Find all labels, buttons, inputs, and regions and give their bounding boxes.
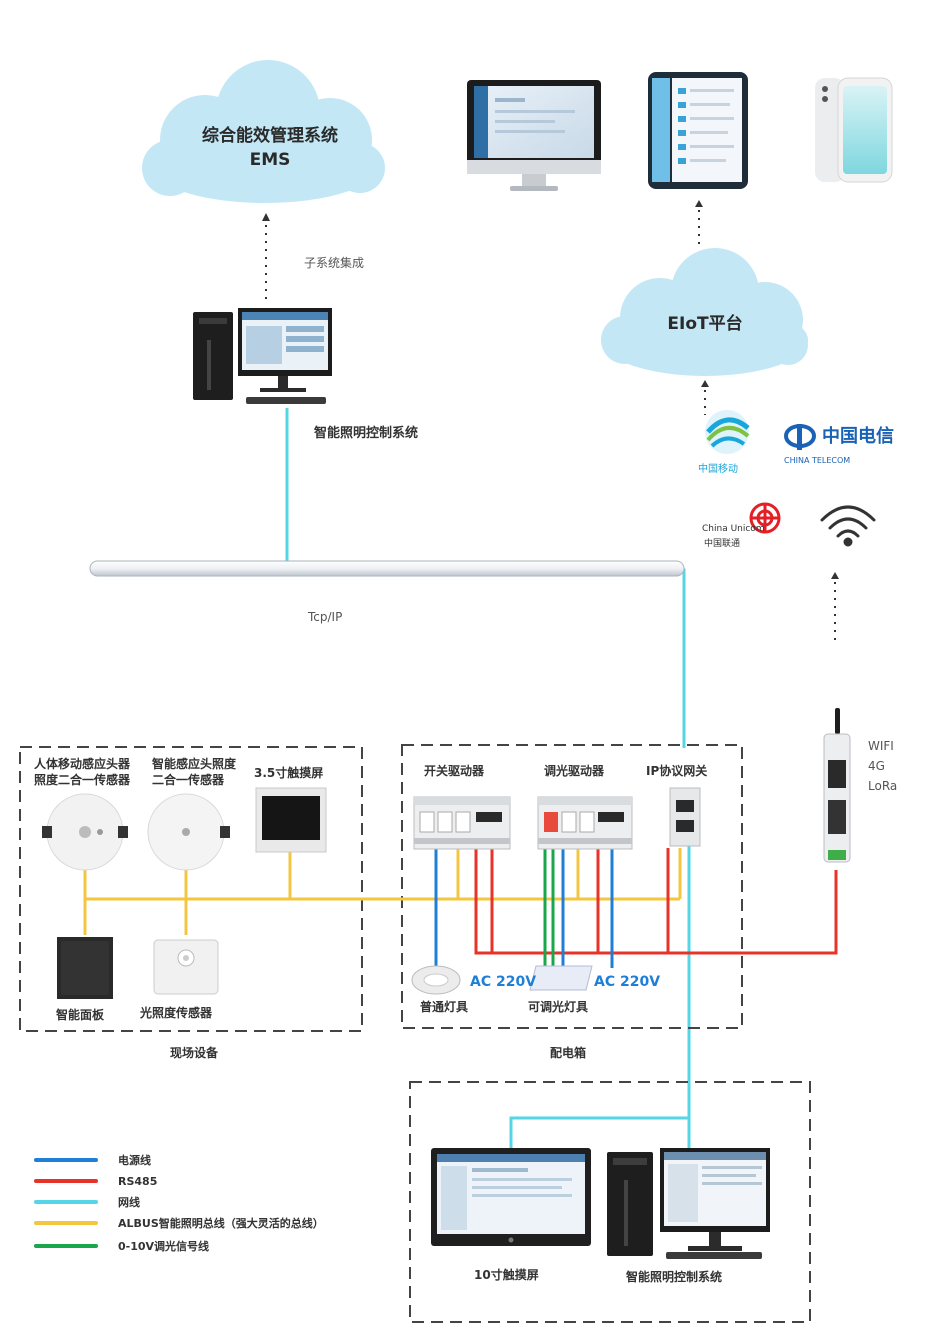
legend-swatch-rs485 xyxy=(34,1179,98,1183)
ac-220v-label-2: AC 220V xyxy=(594,974,661,990)
lighting-control-station-icon xyxy=(607,1148,770,1259)
eiot-cloud-title: EIoT平台 xyxy=(667,314,743,334)
unicom-cn-label: 中国联通 xyxy=(704,539,741,549)
legend-swatch-network xyxy=(34,1200,98,1204)
touch-panel-35-icon xyxy=(255,787,327,853)
arrow-heads xyxy=(262,200,839,579)
legend-label: 0-10V调光信号线 xyxy=(118,1240,210,1253)
unicom-en-label: China Unicom xyxy=(702,524,765,534)
legend-label: ALBUS智能照明总线（强大灵活的总线） xyxy=(118,1217,324,1230)
lighting-system-top-label: 智能照明控制系统 xyxy=(314,426,419,441)
wifi-icon xyxy=(820,505,876,547)
dotted-arrows xyxy=(265,210,836,640)
smartphone-icon xyxy=(815,77,893,183)
legend-item: 0-10V调光信号线 xyxy=(34,1238,209,1254)
tcpip-bus-pipe xyxy=(89,560,685,577)
dimming-lines xyxy=(543,848,555,968)
wireless-4g-label: 4G xyxy=(868,759,885,773)
presence-sensor-icon xyxy=(42,793,128,871)
legend-swatch-power xyxy=(34,1158,98,1162)
sensor1-label-line1: 人体移动感应头器 xyxy=(34,757,131,771)
wireless-wifi-label: WIFI xyxy=(868,739,894,753)
telecom-cn-label: 中国电信 xyxy=(822,426,894,447)
sub-system-label: 子系统集成 xyxy=(304,256,365,270)
smart-panel-icon xyxy=(57,937,113,999)
touch-10-label: 10寸触摸屏 xyxy=(474,1268,539,1282)
legend-label: 电源线 xyxy=(118,1154,151,1167)
tcpip-label: Tcp/IP xyxy=(308,610,343,624)
cmcc-label: 中国移动 xyxy=(698,464,738,475)
sensor1-label-line2: 照度二合一传感器 xyxy=(34,773,131,787)
legend-item: RS485 xyxy=(34,1173,157,1189)
network-lines xyxy=(285,408,691,1148)
power-lines xyxy=(434,848,614,970)
switch-actuator-label: 开关驱动器 xyxy=(424,764,485,778)
wireless-lora-label: LoRa xyxy=(868,779,898,793)
ip-gateway-label: IP协议网关 xyxy=(646,764,708,778)
panel-group-label: 配电箱 xyxy=(550,1046,587,1060)
dimmer-actuator-label: 调光驱动器 xyxy=(544,764,605,778)
smart-panel-label: 智能面板 xyxy=(56,1008,105,1022)
china-unicom-logo-icon xyxy=(749,502,781,534)
ip-gateway-icon xyxy=(669,787,701,847)
sensor2-label-line1: 智能感应头照度 xyxy=(152,757,237,771)
eiot-cloud xyxy=(601,248,808,376)
legend-swatch-bus xyxy=(34,1221,98,1225)
light-sensor-icon xyxy=(153,939,219,995)
wireless-module-icon xyxy=(823,708,851,863)
wireless-labels: WIFI 4G LoRa xyxy=(868,736,897,796)
ac-220v-label-1: AC 220V xyxy=(470,974,537,990)
legend-label: 网线 xyxy=(118,1196,140,1209)
ems-title-line2: EMS xyxy=(249,150,291,170)
legend-swatch-dim xyxy=(34,1244,98,1248)
switch-actuator-icon xyxy=(413,796,511,850)
field-group-label: 现场设备 xyxy=(170,1046,219,1060)
lighting-system-bottom-label: 智能照明控制系统 xyxy=(626,1270,723,1284)
sensor2-label-line2: 二合一传感器 xyxy=(152,773,225,787)
ems-cloud-title: 综合能效管理系统 EMS xyxy=(170,124,370,172)
panel-35-label: 3.5寸触摸屏 xyxy=(254,766,324,780)
dimmable-lamp-icon xyxy=(529,965,593,991)
albus-bus-lines xyxy=(83,848,682,935)
ems-cloud xyxy=(142,60,385,203)
legend-item: ALBUS智能照明总线（强大灵活的总线） xyxy=(34,1215,324,1231)
sensor-icon xyxy=(147,793,230,871)
legend-item: 网线 xyxy=(34,1194,140,1210)
desktop-monitor-icon xyxy=(467,80,601,191)
rs485-lines xyxy=(474,848,838,955)
tablet-icon xyxy=(648,72,748,189)
sensor1-label: 人体移动感应头器 照度二合一传感器 xyxy=(34,756,130,788)
light-sensor-label: 光照度传感器 xyxy=(140,1006,213,1020)
china-mobile-logo-icon xyxy=(705,410,750,454)
sensor2-label: 智能感应头照度 二合一传感器 xyxy=(152,756,236,788)
ems-title-line1: 综合能效管理系统 xyxy=(202,126,338,146)
dimmer-actuator-icon xyxy=(537,796,633,850)
lighting-control-pc-icon xyxy=(193,308,332,404)
touch-screen-10-icon xyxy=(431,1148,591,1246)
legend-label: RS485 xyxy=(118,1174,158,1188)
normal-lamp-icon xyxy=(411,965,461,995)
group-boxes xyxy=(19,744,811,1323)
normal-lamp-label: 普通灯具 xyxy=(420,1000,469,1014)
china-telecom-logo-icon xyxy=(784,424,816,450)
telecom-en-label: CHINA TELECOM xyxy=(784,456,851,465)
legend-item: 电源线 xyxy=(34,1152,151,1168)
dimmable-lamp-label: 可调光灯具 xyxy=(528,1000,589,1014)
